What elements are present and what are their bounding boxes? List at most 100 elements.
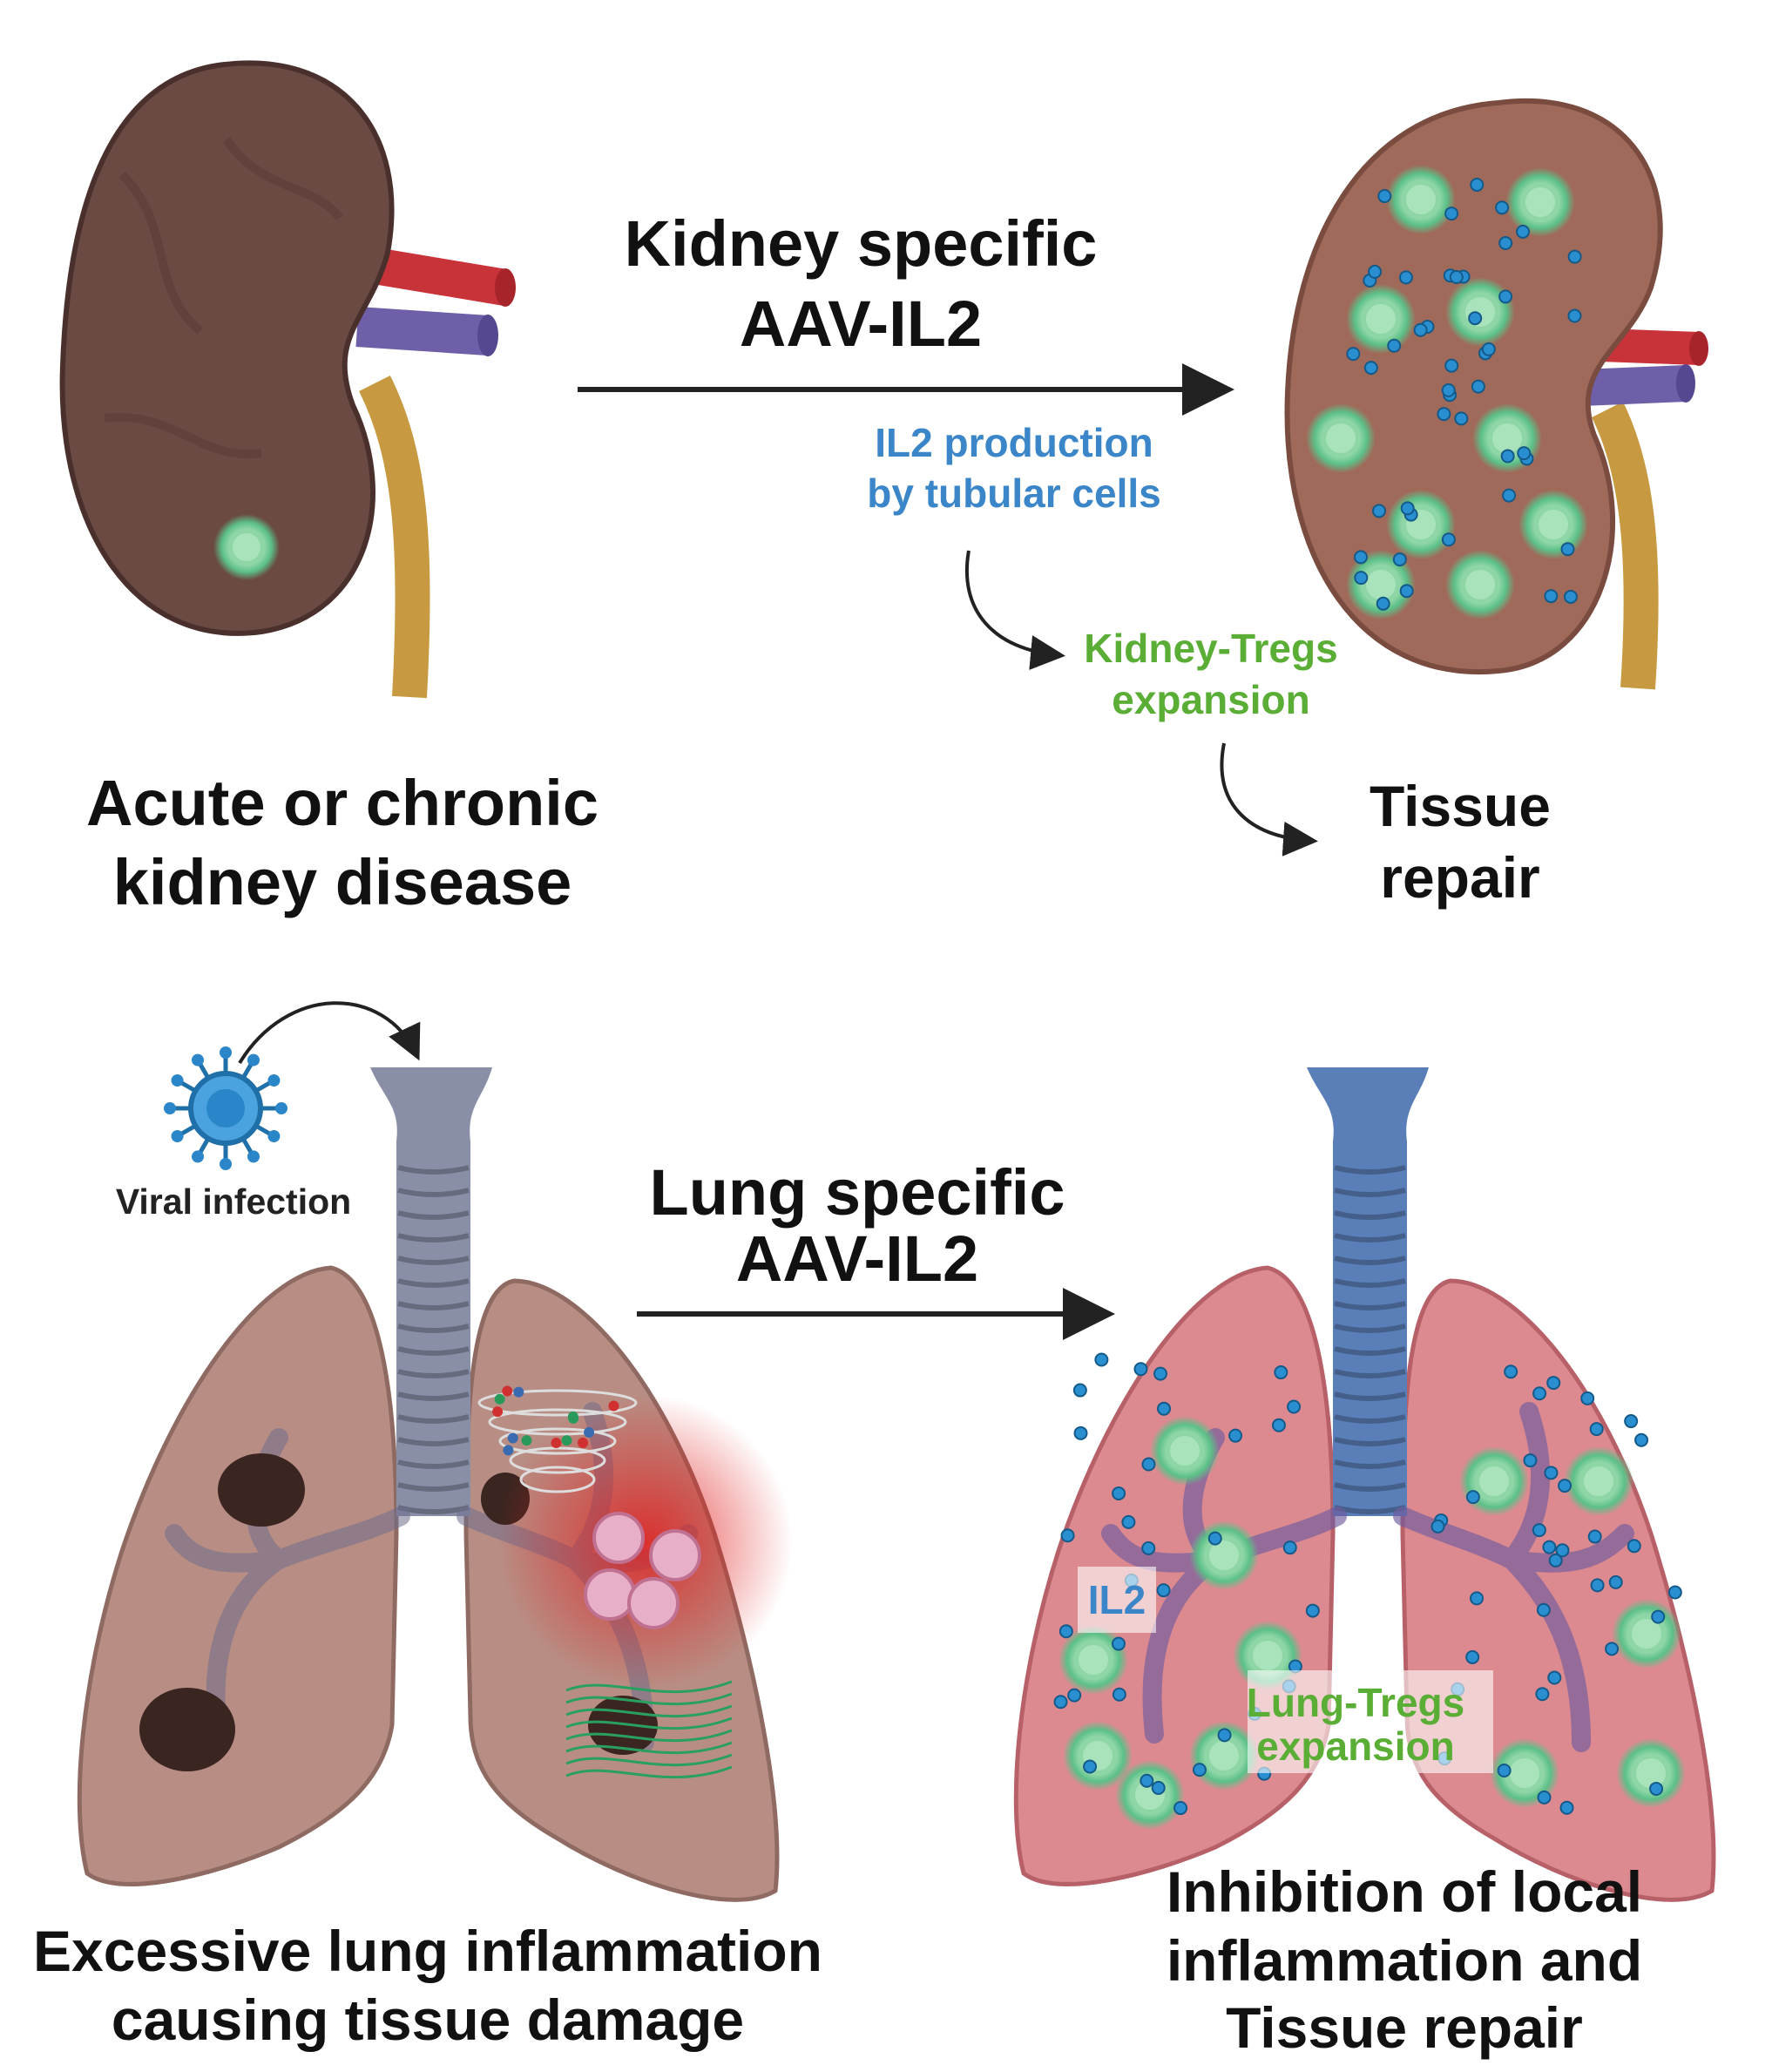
il2-particle	[1368, 264, 1383, 279]
tissue-repair-label: Tissue	[1370, 774, 1551, 838]
il2-particle	[1354, 571, 1369, 586]
il2-particle	[1274, 1365, 1288, 1380]
il2-particle	[1567, 249, 1582, 264]
il2-particle	[1376, 596, 1390, 611]
il2-particle	[1441, 532, 1456, 547]
kidney-tregs-label: Kidney-Tregs	[1084, 626, 1337, 671]
il2-particle	[1548, 1553, 1563, 1568]
il2-particle	[1608, 1574, 1623, 1589]
il2-particle	[1112, 1687, 1126, 1702]
il2-particle	[1363, 361, 1378, 376]
virus-icon	[164, 1046, 287, 1170]
il2-particle	[1589, 1422, 1604, 1437]
il2-particle	[1207, 1531, 1222, 1546]
renal-vein	[1580, 365, 1687, 406]
fibrosis	[565, 1717, 733, 1730]
treg-cell	[1346, 550, 1416, 620]
fibrosis	[565, 1729, 733, 1743]
il2-particle	[1547, 1670, 1562, 1685]
il2-particle	[1498, 289, 1513, 304]
il2-particle	[1140, 1773, 1154, 1788]
il2-particle	[1498, 235, 1513, 250]
il2-particle	[1465, 1649, 1480, 1664]
curved-arrow	[1220, 742, 1318, 857]
treg-cell	[1490, 1738, 1559, 1808]
il2-particle	[1470, 178, 1485, 193]
treg-cell	[1346, 284, 1416, 354]
il2-particle	[1649, 1781, 1664, 1796]
il2-particle	[1400, 501, 1415, 516]
kidney-treatment-title: Kidney specific	[625, 207, 1098, 280]
il2-particle	[1546, 1376, 1561, 1391]
il2-particle	[1471, 379, 1485, 394]
treg-cell	[1189, 1520, 1259, 1590]
kidney-treatment-subtitle: AAV-IL2	[740, 288, 982, 360]
il2-particle	[1563, 589, 1578, 604]
il2-particle	[1500, 449, 1515, 464]
immune-cell	[627, 1577, 680, 1629]
bronchi	[1101, 1402, 1634, 1752]
il2-particle	[1133, 1362, 1148, 1377]
il2-particle	[1398, 270, 1413, 285]
immune-cell	[584, 1568, 636, 1621]
il2-particle	[1535, 1687, 1550, 1702]
il2-particle	[1094, 1352, 1109, 1367]
il2-particle	[1271, 1418, 1286, 1432]
immune-cell	[592, 1512, 645, 1564]
il2-particle	[1454, 411, 1469, 426]
il2-particle	[1072, 1383, 1087, 1398]
trachea	[370, 1067, 492, 1516]
curved-arrow	[964, 550, 1065, 670]
il2-particle	[1559, 1800, 1574, 1815]
treg-cell	[1518, 490, 1588, 559]
il2-production-label-2: by tubular cells	[867, 471, 1160, 516]
trachea	[1307, 1067, 1429, 1516]
il2-particle	[1173, 1801, 1188, 1816]
il2-particle	[1430, 1519, 1445, 1534]
cytokine-storm	[488, 1408, 627, 1436]
kidney-disease-label-2: kidney disease	[113, 846, 572, 918]
inflammation-glow	[497, 1394, 793, 1690]
il2-particle	[1470, 1591, 1485, 1606]
cytokine-storm	[519, 1466, 596, 1493]
il2-particle	[1377, 189, 1392, 204]
treg-cell	[1445, 550, 1515, 620]
il2-particle	[1441, 383, 1456, 397]
il2-label-box	[1078, 1567, 1156, 1633]
lung-damage-label: Excessive lung inflammation	[33, 1919, 822, 1983]
il2-particle	[1437, 407, 1451, 422]
left-lung-lobe	[77, 1265, 399, 1886]
fibrosis	[565, 1753, 733, 1767]
il2-particle	[1387, 338, 1402, 353]
il2-particle	[1523, 1453, 1538, 1468]
il2-particle	[1058, 1624, 1073, 1639]
il2-particle	[1067, 1688, 1082, 1703]
cytokine-storm	[509, 1446, 606, 1474]
treg-cell	[1189, 1721, 1259, 1791]
il2-particle	[1217, 1728, 1232, 1743]
il2-particle	[1605, 1642, 1620, 1656]
il2-particle	[1353, 550, 1368, 565]
treg-cell	[1058, 1625, 1128, 1695]
il2-particle	[1544, 1466, 1559, 1480]
il2-particle	[1151, 1780, 1166, 1795]
il2-particle	[1517, 446, 1532, 461]
il2-particle	[1558, 1479, 1572, 1493]
lung-outcome-label-3: Tissue repair	[1226, 1995, 1583, 2060]
il2-particle	[1667, 1585, 1682, 1600]
cytokine-storm	[477, 1389, 638, 1417]
il2-particle	[1444, 358, 1459, 373]
infection-arrow	[238, 1001, 421, 1065]
il2-particle	[1627, 1539, 1641, 1554]
kidney-tregs-label-2: expansion	[1112, 677, 1310, 722]
ureter	[359, 376, 430, 699]
il2-particle	[1060, 1528, 1075, 1543]
treg-cell	[1386, 165, 1456, 234]
treg-cell	[1505, 167, 1575, 237]
healthy-kidney-illustration	[1284, 98, 1708, 690]
fibrosis	[565, 1765, 733, 1779]
il2-particle	[1392, 552, 1407, 567]
viral-infection-label: Viral infection	[116, 1182, 351, 1222]
treg-cell	[1150, 1416, 1220, 1486]
